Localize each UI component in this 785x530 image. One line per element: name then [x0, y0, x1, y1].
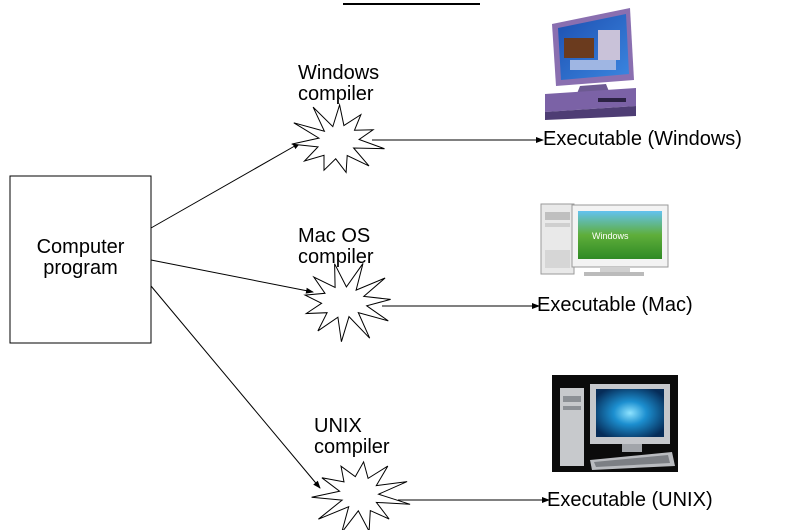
computer-program-box: [9, 175, 152, 344]
executable-windows-label: Executable (Windows): [543, 128, 742, 150]
unix-compiler-burst-icon: [311, 460, 411, 530]
sun-workstation-image: [545, 8, 636, 120]
mac-compiler-burst-icon: [303, 263, 391, 342]
arrow-program-to-windows-compiler: [150, 142, 301, 229]
executable-unix-label: Executable (UNIX): [547, 489, 713, 511]
unix-compiler-label: UNIX compiler: [314, 415, 390, 458]
svg-text:Windows: Windows: [592, 231, 629, 241]
executable-mac-label: Executable (Mac): [537, 294, 693, 316]
mac-compiler-label: Mac OS compiler: [298, 225, 374, 268]
windows-compiler-label: Windows compiler: [298, 62, 380, 105]
computer-program-label: Computer program: [36, 236, 125, 279]
windows-compiler-burst-icon: [291, 102, 385, 174]
windows-xp-desktop-image: Windows: [540, 203, 669, 276]
arrow-program-to-mac-compiler: [150, 259, 314, 294]
desktop-computer-image: [552, 375, 678, 472]
arrow-program-to-unix-compiler: [150, 285, 321, 489]
